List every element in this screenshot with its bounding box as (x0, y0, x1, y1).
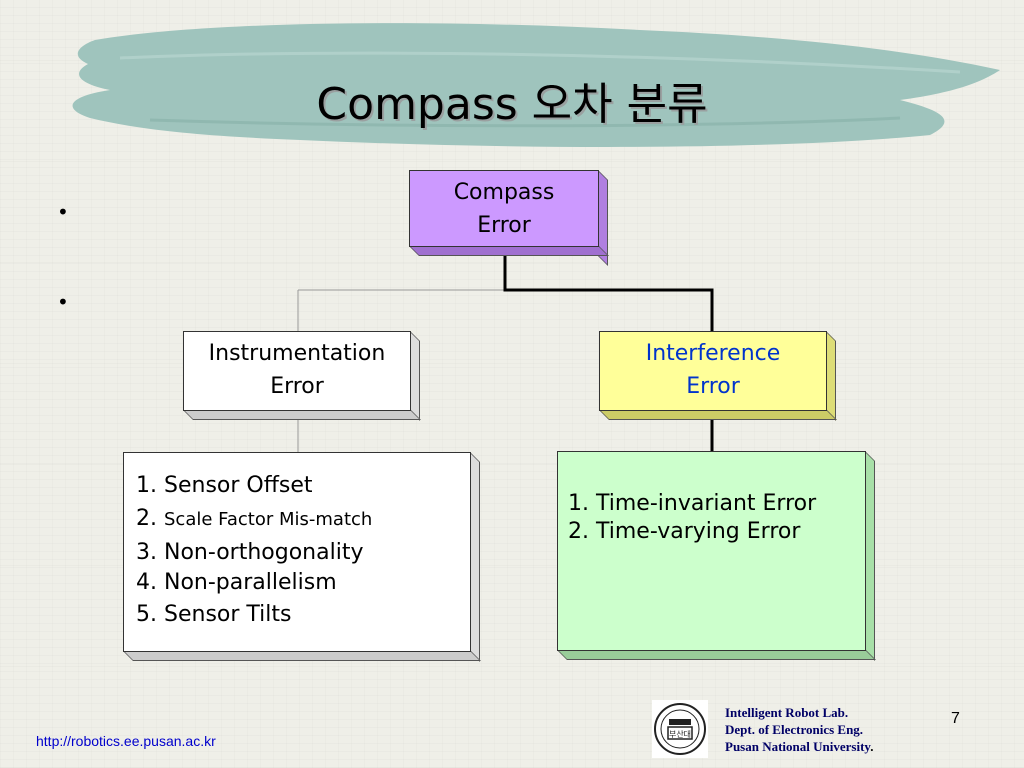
instrumentation-error-box: Instrumentation Error (183, 331, 411, 411)
interference-error-label-1: Interference (645, 341, 781, 366)
lab-dept: Dept. of Electronics Eng. (725, 722, 864, 737)
lab-name: Intelligent Robot Lab. (725, 705, 849, 720)
interference-error-label-2: Error (686, 374, 740, 399)
lab-university: Pusan National University. (725, 739, 874, 754)
university-logo: 부산대 (652, 700, 708, 758)
instrumentation-list-bottom (123, 651, 481, 661)
slide-title: Compass 오차 분류 (316, 79, 708, 130)
interference-box-side (826, 331, 836, 421)
instrumentation-list-side (470, 452, 480, 662)
instrumentation-error-label-1: Instrumentation (208, 341, 386, 366)
footer-url[interactable]: http://robotics.ee.pusan.ac.kr (36, 733, 216, 749)
interference-list-box: 1. Time-invariant Error 2. Time-varying … (557, 451, 866, 651)
instrumentation-item: 2. Scale Factor Mis-match (136, 506, 373, 531)
interference-item: 1. Time-invariant Error (568, 491, 817, 516)
instrumentation-list-box: 1. Sensor Offset 2. Scale Factor Mis-mat… (123, 452, 471, 652)
bullet-1: • (57, 200, 69, 224)
root-box-bottom (409, 246, 609, 256)
instrumentation-item: 3. Non-orthogonality (136, 540, 364, 565)
instrumentation-error-label-2: Error (270, 374, 324, 399)
svg-text:부산대: 부산대 (669, 729, 691, 739)
interference-box-bottom (599, 410, 837, 420)
instrumentation-item: 5. Sensor Tilts (136, 602, 292, 627)
interference-list-side (865, 451, 875, 661)
compass-error-label-2: Error (477, 213, 531, 238)
interference-list-bottom (557, 650, 876, 660)
lab-credits: Intelligent Robot Lab. Dept. of Electron… (725, 704, 873, 755)
interference-error-box: Interference Error (599, 331, 827, 411)
title-brush-stroke (72, 23, 1001, 147)
compass-error-box: Compass Error (409, 170, 599, 247)
instrumentation-item: 4. Non-parallelism (136, 570, 337, 595)
bullet-2: • (57, 290, 69, 314)
instrumentation-box-side (410, 331, 420, 421)
interference-item: 2. Time-varying Error (568, 519, 801, 544)
compass-error-label-1: Compass (453, 180, 555, 205)
instrumentation-item: 1. Sensor Offset (136, 473, 313, 498)
page-number: 7 (951, 710, 960, 727)
instrumentation-box-bottom (183, 410, 421, 420)
